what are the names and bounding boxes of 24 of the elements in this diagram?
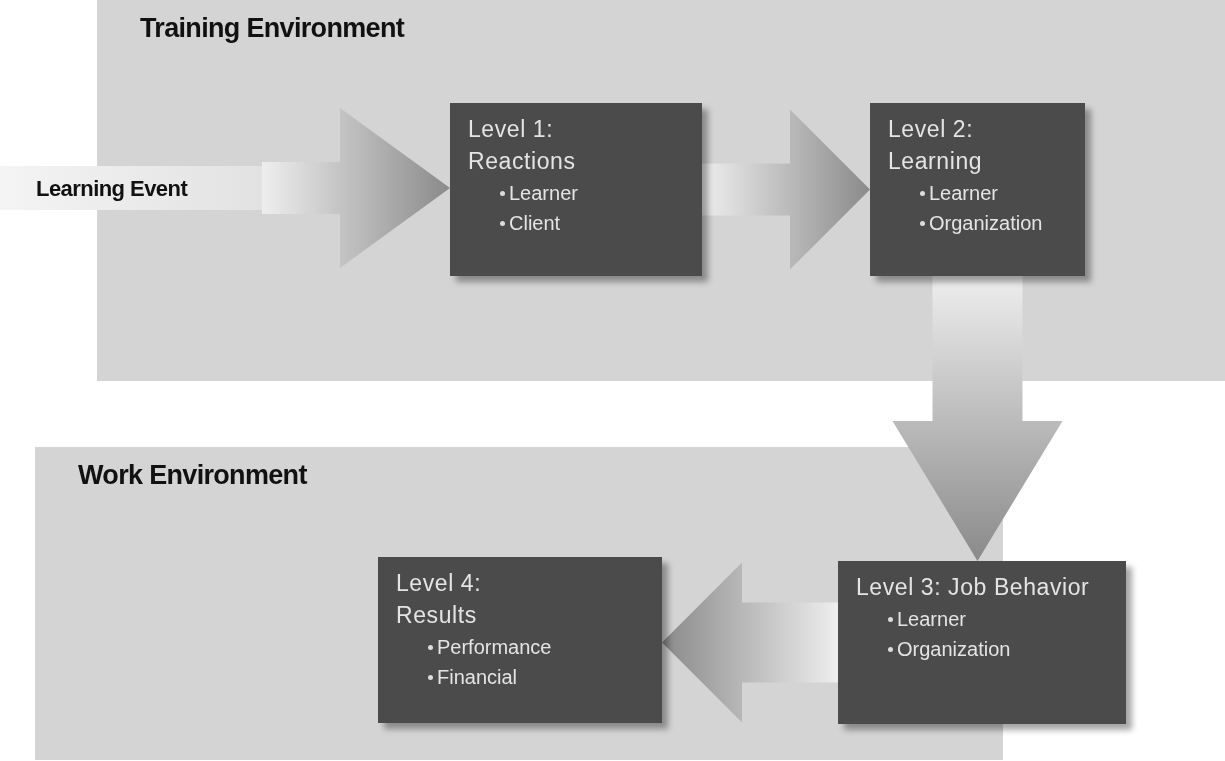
bullet-text: Organization [929, 211, 1043, 236]
bullet-text: Learner [897, 607, 966, 632]
level-card [838, 561, 1126, 724]
block-arrow [662, 562, 838, 723]
bullet-text: Financial [437, 665, 518, 690]
level-heading: Level 1: Reactions [468, 115, 577, 176]
event-label: Learning Event [36, 174, 188, 203]
level-card [450, 103, 702, 276]
block-arrow [702, 109, 870, 270]
panel-title: Work Environment [78, 459, 307, 492]
level-heading: Level 4: Results [396, 569, 483, 630]
bullet-text: Learner [509, 181, 578, 206]
level-heading: Level 2: Learning [888, 115, 984, 176]
level-card [378, 557, 662, 723]
event-label-bar [0, 166, 262, 210]
bullet-text: Organization [897, 637, 1011, 662]
panel-title: Training Environment [140, 12, 405, 45]
block-arrow [892, 276, 1063, 561]
bullet-text: Performance [437, 635, 552, 660]
level-heading: Level 3: Job Behavior [856, 573, 1091, 602]
bullet-text: Client [509, 211, 561, 236]
block-arrow [262, 108, 450, 268]
level-card [870, 103, 1085, 276]
bullet-text: Learner [929, 181, 998, 206]
